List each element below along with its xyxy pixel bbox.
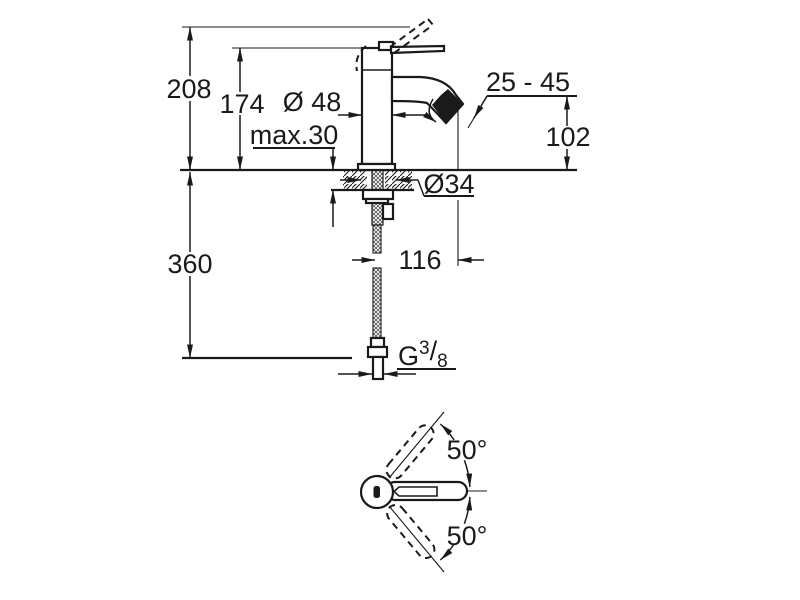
mounting-nut	[361, 188, 395, 201]
angle-upper-label: 50°	[447, 435, 488, 465]
handle-dashed-lower	[386, 504, 436, 560]
dim-spout-projection: 116	[352, 245, 484, 275]
hose-end-nut	[366, 345, 389, 359]
extension-lines	[182, 26, 459, 360]
dim-body-diameter-label: Ø 48	[283, 87, 342, 117]
hose-thread-end	[371, 355, 385, 381]
handle-top-view	[359, 474, 469, 510]
thread-denominator: 8	[437, 351, 448, 372]
centerline-upper-50	[388, 411, 445, 479]
spout	[390, 75, 465, 125]
dim-spout-projection-label: 116	[398, 245, 441, 275]
under-deck-assembly	[361, 169, 395, 381]
flex-hose-upper	[372, 224, 382, 254]
dim-hose-length-label: 360	[167, 249, 212, 279]
thread-slash: /	[430, 336, 438, 366]
centerline-lower-50	[388, 505, 445, 573]
flow-direction-arrow	[423, 98, 437, 123]
faucet-body	[356, 46, 397, 172]
dim-outlet-adjust-range: 25 - 45	[467, 67, 577, 129]
dim-spout-height: 102	[545, 96, 591, 170]
dim-max-deck-thickness-label: max.30	[250, 120, 339, 150]
handle-slot	[392, 486, 438, 497]
spout-outlet	[432, 89, 463, 123]
handle-lever-side	[377, 40, 446, 55]
dim-spout-height-label: 102	[545, 122, 590, 152]
angle-lower-label: 50°	[447, 521, 488, 551]
handle-dashed-upper	[385, 424, 435, 480]
dim-body-height: 174	[219, 48, 265, 170]
swing-arcs	[439, 423, 473, 561]
dim-body-diameter: Ø 48	[283, 87, 430, 118]
front-view-faucet	[180, 18, 577, 381]
dim-hole-diameter: Ø34	[340, 169, 475, 199]
dim-thread-size: G3/8	[338, 336, 456, 377]
dim-hole-diameter-label: Ø34	[423, 169, 474, 199]
threaded-shank	[371, 169, 384, 191]
dim-outlet-adjust-range-label: 25 - 45	[486, 67, 570, 97]
handle-stick	[389, 44, 446, 55]
top-view-handle-swing: 50° 50°	[359, 411, 488, 573]
dim-max-deck-thickness: max.30	[250, 120, 339, 227]
dim-hose-length: 360	[167, 172, 213, 358]
dim-thread-size-label: G3/8	[398, 336, 448, 372]
dim-overall-height-label: 208	[166, 74, 211, 104]
dim-overall-height: 208	[166, 27, 212, 170]
thread-g: G	[398, 341, 419, 371]
flex-hose-lower	[372, 267, 382, 339]
thread-numerator: 3	[419, 338, 430, 359]
hose-connector	[381, 202, 395, 221]
dim-body-height-label: 174	[219, 89, 264, 119]
faucet-base	[356, 162, 397, 172]
body-center-mark	[373, 486, 380, 498]
